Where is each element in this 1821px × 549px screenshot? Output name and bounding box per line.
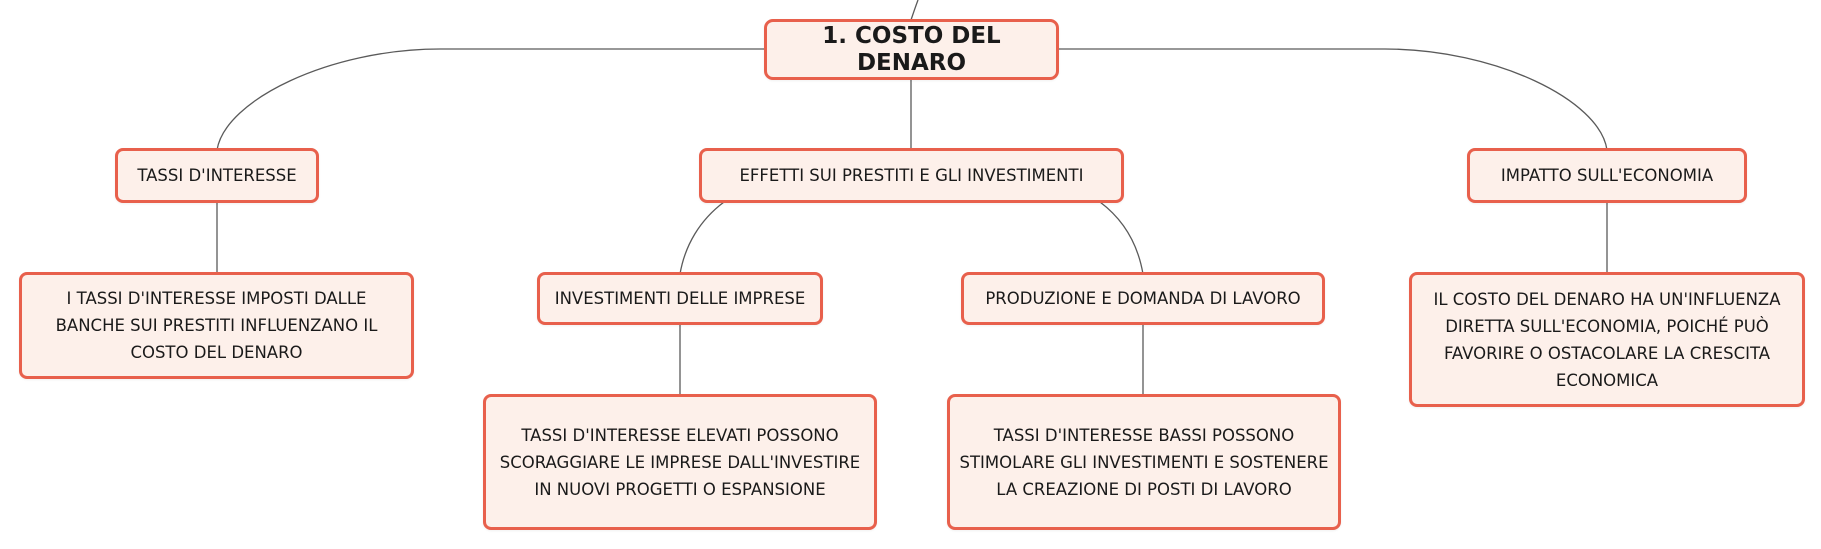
node-label: I TASSI D'INTERESSE IMPOSTI DALLE BANCHE… [55,289,378,362]
node-label: TASSI D'INTERESSE [137,166,297,185]
node-label: 1. COSTO DEL DENARO [822,22,1001,76]
node-costo-del-denaro[interactable]: 1. COSTO DEL DENARO [764,19,1059,80]
connector-root-to-impatto [1058,48,1608,151]
node-tassi-description[interactable]: I TASSI D'INTERESSE IMPOSTI DALLE BANCHE… [19,272,414,379]
node-impatto-sull-economia[interactable]: IMPATTO SULL'ECONOMIA [1467,148,1747,203]
node-label: TASSI D'INTERESSE ELEVATI POSSONO SCORAG… [499,425,861,499]
node-label: IMPATTO SULL'ECONOMIA [1500,166,1714,185]
node-label: PRODUZIONE E DOMANDA DI LAVORO [985,289,1301,308]
node-effetti-sui-prestiti[interactable]: EFFETTI SUI PRESTITI E GLI INVESTIMENTI [699,148,1124,203]
node-impatto-description[interactable]: IL COSTO DEL DENARO HA UN'INFLUENZA DIRE… [1409,272,1805,407]
node-tassi-d-interesse[interactable]: TASSI D'INTERESSE [115,148,319,203]
node-label: INVESTIMENTI DELLE IMPRESE [554,289,806,308]
node-produzione-description[interactable]: TASSI D'INTERESSE BASSI POSSONO STIMOLAR… [947,394,1341,530]
connector-root-to-tassi [216,48,764,151]
connector-effetti-to-investimenti [679,201,725,275]
node-label: IL COSTO DEL DENARO HA UN'INFLUENZA DIRE… [1433,289,1781,390]
node-produzione-e-domanda[interactable]: PRODUZIONE E DOMANDA DI LAVORO [961,272,1325,325]
node-label: EFFETTI SUI PRESTITI E GLI INVESTIMENTI [739,166,1084,185]
node-investimenti-delle-imprese[interactable]: INVESTIMENTI DELLE IMPRESE [537,272,823,325]
node-label: TASSI D'INTERESSE BASSI POSSONO STIMOLAR… [959,425,1329,499]
connector-parent-to-root [910,0,919,21]
node-investimenti-description[interactable]: TASSI D'INTERESSE ELEVATI POSSONO SCORAG… [483,394,877,530]
connector-effetti-to-produzione [1099,201,1144,275]
